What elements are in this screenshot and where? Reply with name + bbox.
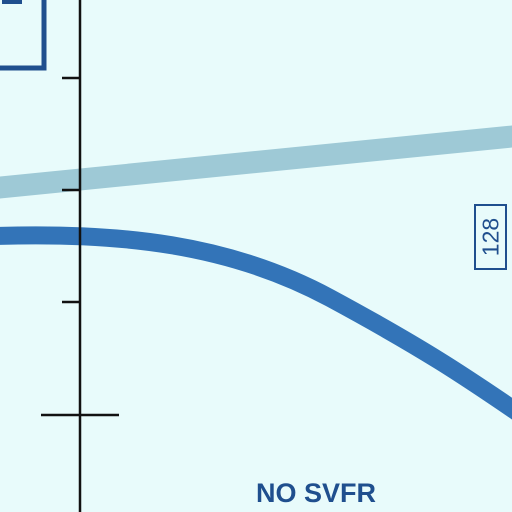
meridian-scale [41,0,119,512]
boxed-label-fill [2,0,22,4]
altitude-box-label: 128 [477,217,503,257]
altitude-box: 128 [474,204,507,270]
boxed-label-frame [0,0,47,71]
route-line [0,125,512,199]
airspace-boundary-arc [0,226,512,420]
no-svfr-label: NO SVFR [256,478,377,508]
